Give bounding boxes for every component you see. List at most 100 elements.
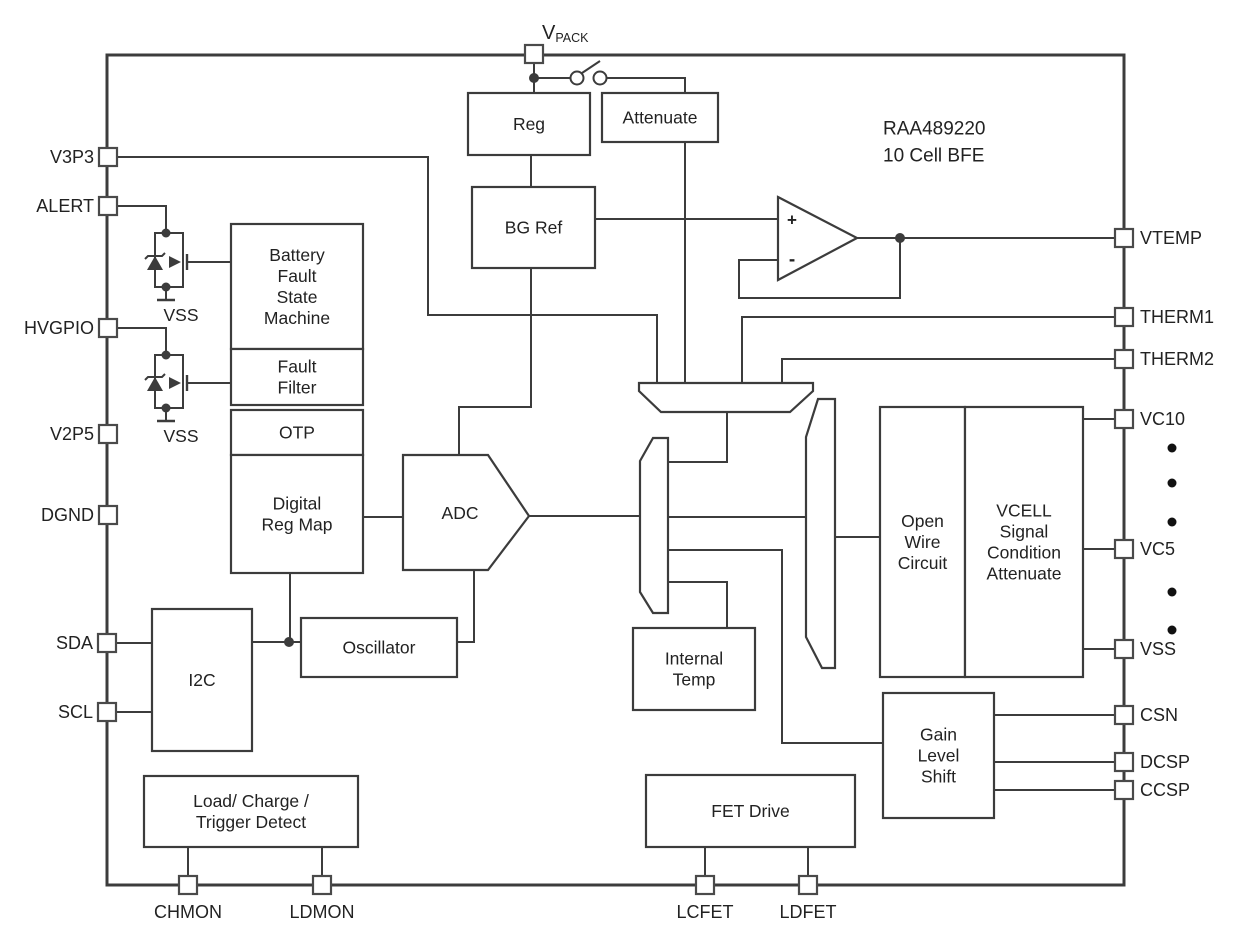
block-load-charge: Load/ Charge /Trigger Detect: [142, 774, 360, 849]
pin-csn: CSN: [1113, 704, 1178, 726]
pin-vc10: VC10: [1113, 408, 1185, 430]
pin-vtemp-square: [1113, 227, 1135, 249]
pin-dcsp-square: [1113, 751, 1135, 773]
block-otp-box: [229, 408, 365, 457]
wire-thermmux-out: [668, 412, 728, 463]
pin-vss-label: VSS: [1140, 639, 1176, 659]
block-fet-drive-box: [644, 773, 857, 849]
pin-vpack-square: [523, 43, 545, 65]
block-gain-level-label: Level: [918, 746, 960, 766]
opamp-minus-label: -: [789, 250, 795, 271]
pin-ldmon-label: LDMON: [289, 902, 354, 922]
right-mux: [804, 397, 837, 670]
block-battery-fsm-label: Battery: [269, 245, 325, 265]
pin-lcfet-label: LCFET: [676, 902, 733, 922]
pin-ldmon: LDMON: [289, 874, 355, 922]
block-gain-level-label: Gain: [920, 725, 957, 745]
opamp-plus-label: +: [787, 211, 797, 230]
block-internal-temp-label: Temp: [673, 670, 716, 690]
wire-centermux-inttemp: [668, 581, 728, 628]
pin-ccsp-square: [1113, 779, 1135, 801]
pin-ldfet-label: LDFET: [779, 902, 836, 922]
pin-alert: ALERT: [36, 195, 119, 217]
wire-hvgpio: [117, 327, 167, 354]
pin-vc5-square: [1113, 538, 1135, 560]
switch-contact-icon: [569, 70, 585, 86]
block-vcell-label: Signal: [1000, 522, 1049, 542]
block-fault-filter-label: Filter: [278, 378, 317, 398]
pin-vc5: VC5: [1113, 538, 1175, 560]
zener-bar-icon: [144, 252, 166, 260]
junction-dot: [895, 233, 905, 243]
pin-sda-square: [96, 632, 118, 654]
pin-scl-label: SCL: [58, 702, 93, 722]
pin-chmon-label: CHMON: [154, 902, 222, 922]
pin-ccsp-label: CCSP: [1140, 780, 1190, 800]
block-battery-fsm-label: Machine: [264, 308, 330, 328]
pin-therm1-label: THERM1: [1140, 307, 1214, 327]
pin-alert-label: ALERT: [36, 196, 94, 216]
block-internal-temp-label: Internal: [665, 649, 723, 669]
block-oscillator-box: [299, 616, 459, 679]
ellipsis-dot: [1167, 625, 1177, 635]
block-open-wire-label: Wire: [905, 532, 941, 552]
pin-chmon: CHMON: [154, 874, 222, 922]
pin-dgnd: DGND: [41, 504, 119, 526]
zener-bar-icon: [144, 373, 166, 381]
block-attenuate: Attenuate: [600, 91, 720, 144]
zener-diode-icon: [147, 377, 163, 391]
pin-v2p5-label: V2P5: [50, 424, 94, 444]
block-adc: [401, 453, 531, 572]
opamp-symbol: [776, 195, 860, 282]
pin-vtemp: VTEMP: [1113, 227, 1202, 249]
block-fault-filter-label: Fault: [278, 357, 317, 377]
pin-v3p3-square: [97, 146, 119, 168]
mosfet-arrow-icon: [169, 256, 181, 268]
pin-vss: VSS: [1113, 638, 1176, 660]
pin-scl-square: [96, 701, 118, 723]
block-battery-fsm-label: State: [277, 287, 318, 307]
pin-v2p5-square: [97, 423, 119, 445]
pin-dgnd-label: DGND: [41, 505, 94, 525]
chip-outline: [105, 53, 1126, 887]
block-gain-level-label: Shift: [921, 767, 956, 787]
block-battery-fsm-box: [229, 222, 365, 351]
ellipsis-dot: [1167, 517, 1177, 527]
block-load-charge-box: [142, 774, 360, 849]
wire-opamp-feedback: [738, 238, 901, 299]
block-i2c: I2C: [150, 607, 254, 753]
block-battery-fsm-label: Fault: [278, 266, 317, 286]
block-oscillator-label: Oscillator: [343, 638, 416, 658]
block-internal-temp-box: [631, 626, 757, 712]
wire-centermux-gain: [668, 549, 883, 744]
block-reg: Reg: [466, 91, 592, 157]
block-open-wire-label: Open: [901, 511, 944, 531]
chip-title-line2: 10 Cell BFE: [883, 146, 984, 167]
pin-hvgpio: HVGPIO: [24, 317, 119, 339]
pin-hvgpio-square: [97, 317, 119, 339]
clamp-hvgpio: VSS: [144, 350, 231, 446]
wire-bgref-adc: [458, 268, 532, 455]
pin-dcsp: DCSP: [1113, 751, 1190, 773]
clamp-alert: VSS: [144, 228, 231, 325]
pin-ldfet: LDFET: [779, 874, 837, 922]
block-attenuate-box: [600, 91, 720, 144]
block-i2c-box: [150, 607, 254, 753]
center-mux: [638, 436, 670, 615]
clamp-alert-vss-label: VSS: [163, 305, 198, 325]
pin-v3p3: V3P3: [50, 146, 119, 168]
block-i2c-label: I2C: [188, 670, 215, 690]
pin-ldmon-square: [311, 874, 333, 896]
pin-lcfet-square: [694, 874, 716, 896]
wire-alert: [117, 205, 167, 232]
block-otp-label: OTP: [279, 423, 315, 443]
pin-chmon-square: [177, 874, 199, 896]
wire-v3p3: [117, 156, 658, 383]
block-adc-label: ADC: [442, 503, 479, 523]
junction-dot: [161, 228, 171, 238]
junction-dot: [284, 637, 294, 647]
wire-therm2: [781, 358, 1116, 383]
